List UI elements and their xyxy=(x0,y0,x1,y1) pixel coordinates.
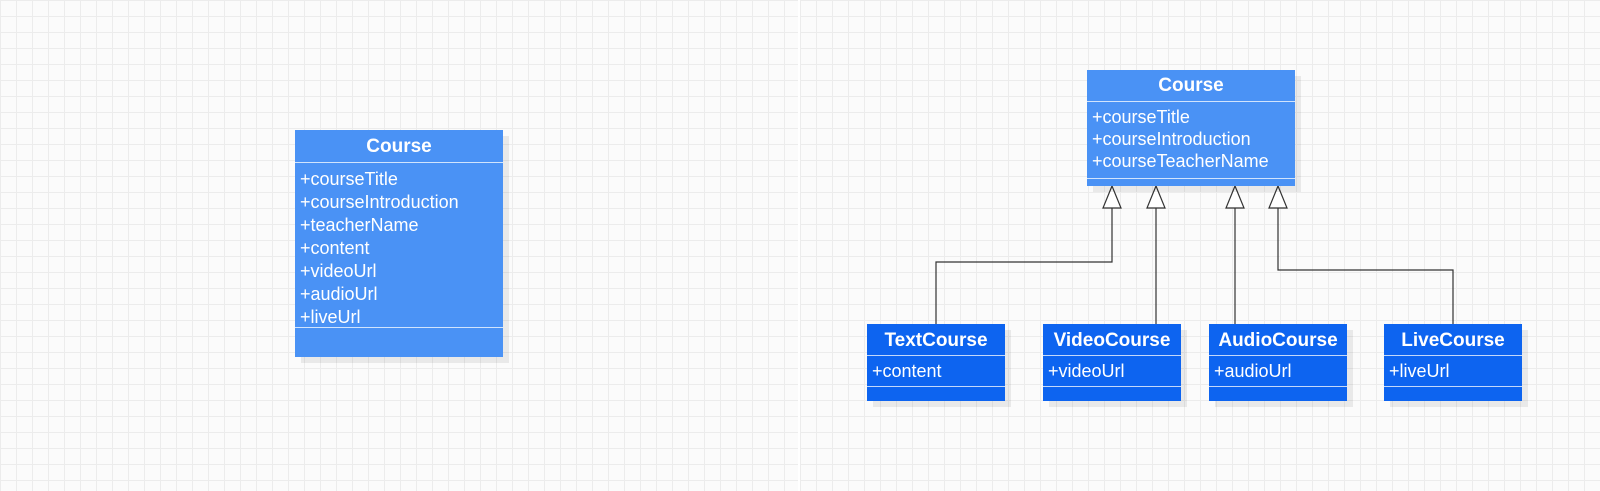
attribute: +videoUrl xyxy=(1048,361,1125,381)
livecourse-class[interactable]: LiveCourse +liveUrl xyxy=(1384,324,1522,401)
attribute: +courseTitle xyxy=(1092,107,1190,127)
attribute: +courseTeacherName xyxy=(1092,151,1269,171)
attribute: +content xyxy=(872,361,942,381)
course-class-left[interactable]: Course +courseTitle +courseIntroduction … xyxy=(295,130,503,357)
generalization-arrowhead xyxy=(1268,184,1288,209)
attributes-compartment: +courseTitle +courseIntroduction +course… xyxy=(1087,102,1295,179)
attribute: +courseIntroduction xyxy=(1092,129,1251,149)
attributes-compartment: +audioUrl xyxy=(1209,356,1347,387)
attributes-compartment: +content xyxy=(867,356,1005,387)
attribute: +courseTitle xyxy=(300,169,398,189)
class-name: Course xyxy=(295,130,503,163)
class-name: VideoCourse xyxy=(1043,324,1181,356)
generalization-arrowhead xyxy=(1102,184,1122,209)
textcourse-class[interactable]: TextCourse +content xyxy=(867,324,1005,401)
attribute: +audioUrl xyxy=(300,284,378,304)
class-name: AudioCourse xyxy=(1209,324,1347,356)
attributes-compartment: +courseTitle +courseIntroduction +teache… xyxy=(295,163,503,328)
class-name: TextCourse xyxy=(867,324,1005,356)
class-name: Course xyxy=(1087,70,1295,102)
generalization-arrowhead xyxy=(1225,184,1245,209)
connector-textcourse xyxy=(935,208,1113,324)
attribute: +content xyxy=(300,238,370,258)
attribute: +courseIntroduction xyxy=(300,192,459,212)
attribute: +teacherName xyxy=(300,215,419,235)
attribute: +liveUrl xyxy=(1389,361,1450,381)
videocourse-class[interactable]: VideoCourse +videoUrl xyxy=(1043,324,1181,401)
attribute: +audioUrl xyxy=(1214,361,1292,381)
attributes-compartment: +liveUrl xyxy=(1384,356,1522,387)
attribute: +videoUrl xyxy=(300,261,377,281)
attributes-compartment: +videoUrl xyxy=(1043,356,1181,387)
generalization-arrowhead xyxy=(1146,184,1166,209)
class-name: LiveCourse xyxy=(1384,324,1522,356)
connector-livecourse xyxy=(1277,208,1454,324)
course-class-parent[interactable]: Course +courseTitle +courseIntroduction … xyxy=(1087,70,1295,186)
audiocourse-class[interactable]: AudioCourse +audioUrl xyxy=(1209,324,1347,401)
attribute: +liveUrl xyxy=(300,307,361,327)
